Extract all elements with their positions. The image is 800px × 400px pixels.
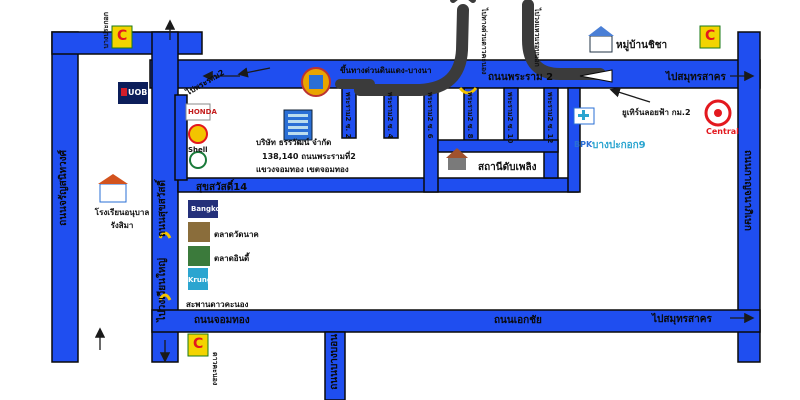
honda-logo-icon [185,103,211,121]
road-charansanitwong [51,31,79,363]
road-suksawat [151,31,179,363]
label-krungthai: Krungthai [188,276,228,284]
label-honda: HONDA [188,108,217,116]
label-address-line2: แขวงจอมทอง เขตจอมทอง [256,165,349,174]
market-indy-icon [188,246,210,266]
label-big-c-1: C [117,28,128,44]
label-bang-pakok: บางประกอก [102,12,110,49]
label-soi-8: พระราม2 ซ. 8 [466,92,474,139]
label-village: หมู่บ้านชิชา [616,40,668,51]
label-school: โรงเรียนอนุบาล รังสิมา [94,208,150,230]
label-soi-2: พระราม2 ซ. 2 [344,92,352,139]
central-logo-icon [704,99,732,127]
label-uturn: ยูเทิร์นลอยฟ้า กม.2 [622,108,691,117]
fire-station-building [446,148,468,170]
label-to-samutsakhon-bottom: ไปสมุทรสาคร [652,314,712,325]
krungthai-logo-icon [188,268,208,290]
market-wat-nak-icon [188,222,210,242]
hospital-icon [573,107,595,125]
big-c-logo-icon [111,25,721,357]
label-suksawat: ถนนสุขสวัสดิ์ [157,180,168,237]
label-hospital-name: บางปะกอก9 [592,140,646,151]
temple-icon [588,26,614,53]
expressway-ramps [335,0,606,96]
label-market-indy: ตลาดอินดี้ [214,254,250,263]
location-pin-icon [301,67,331,97]
label-shell: Shell [188,146,208,154]
label-central: Central [706,127,739,136]
label-top-arrow-right: ไปวงแหวนรอบนอก [533,8,541,67]
road-kanchanaphisek [737,31,761,363]
company-building-icon [283,109,313,141]
road-left-spur [174,94,188,181]
label-bangkok-bank: Bangkok Bank [191,205,248,213]
road-soi-connector [437,139,559,153]
uob-logo-icon [118,82,148,104]
road-soi-12 [543,87,559,179]
label-address-line1: 138,140 ถนนพระรามที่2 [262,152,356,161]
label-dao-khanong: ดาวคะนอง [211,352,219,386]
label-chomthong: ถนนจอมทอง [194,315,250,326]
label-soi-4: พระราม2 ซ. 4 [386,92,394,139]
label-soi-12: พระราม2 ซ. 12 [546,92,554,144]
label-bridge: สะพานดาวคะนอง [186,300,249,309]
kasikorn-logo-icon [189,151,207,169]
label-rama2: ถนนพระราม 2 [488,72,554,83]
label-top-arrow-left: ไปทางด่วนดาวคะนอง [480,8,488,75]
label-uob: UOB [128,88,148,97]
label-company: บริษัท ธรรวัฒน์ จำกัด [256,138,332,147]
label-fire-station: สถานีดับเพลิง [478,162,537,173]
label-to-samutsakhon-top: ไปสมุทรสาคร [666,72,726,83]
rama2-flow-arrows [579,69,613,83]
label-charansanitwong: ถนนจรัญสนิทวงศ์ [58,150,69,226]
label-hospital: BPK [574,140,593,149]
label-bangbon: ถนนบางบอน [329,334,340,390]
road-ekkachai [151,309,761,333]
label-suksawat14: สุขสวัสดิ์14 [196,182,248,193]
label-to-wongwian-yai: ไปวงเวียนใหญ่ [157,258,168,322]
road-bangbon [324,331,346,400]
u-turn-markers [158,87,478,301]
label-market-wat-nak: ตลาดวัดนาค [214,230,259,239]
label-ekkachai: ถนนเอกชัย [494,315,542,326]
direction-arrows [94,19,755,363]
label-soi-10: พระราม2 ซ. 10 [506,92,514,144]
label-soi-6: พระราม2 ซ. 6 [426,92,434,139]
label-expressway: ขึ้นทางด่วนดินแดง-บางนา [340,66,432,75]
label-big-c-3: C [193,336,204,352]
shell-logo-icon [188,124,208,144]
label-big-c-2: C [705,28,716,44]
bangkok-bank-logo-icon [188,200,218,218]
school-icon [98,174,128,203]
label-kanchanaphisek: ถนนกาญจนาภิเษก [742,150,753,231]
